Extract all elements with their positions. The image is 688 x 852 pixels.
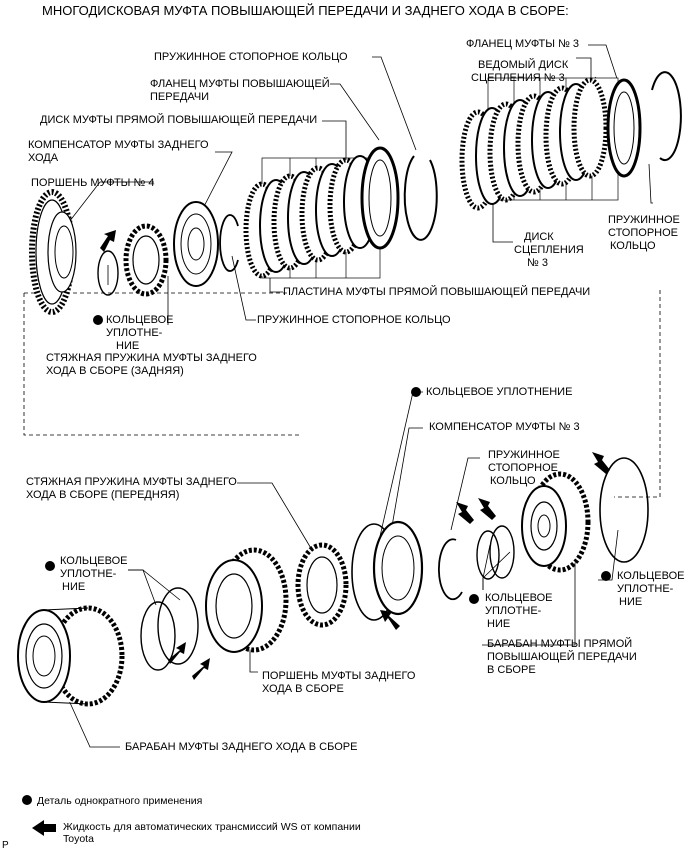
label-snap-low-2: СТОПОРНОЕ xyxy=(488,462,558,474)
label-o-ring-b-2: УПЛОТНЕ- xyxy=(60,568,117,580)
legend-fluid-2: Toyota xyxy=(63,833,94,845)
arrow-icon xyxy=(100,230,116,252)
label-rev-compensator-1: КОМПЕНСАТОР МУФТЫ ЗАДНЕГО xyxy=(28,139,209,151)
snap-ring-low-icon xyxy=(437,538,463,601)
return-spring-front-icon xyxy=(295,542,349,628)
fluid-arrows xyxy=(32,230,610,836)
label-compensator-3: КОМПЕНСАТОР МУФТЫ № 3 xyxy=(429,421,580,433)
snap-ring-top-icon xyxy=(403,155,438,241)
filled-circle-icon xyxy=(93,315,103,325)
label-od-flange-1: ФЛАНЕЦ МУФТЫ ПОВЫШАЮЩЕЙ xyxy=(150,78,330,90)
label-disc-3-2: СЦЕПЛЕНИЯ xyxy=(514,244,584,256)
label-o-ring-c-1: КОЛЬЦЕВОЕ xyxy=(485,592,553,604)
filled-circle-icon xyxy=(469,594,479,604)
o-ring-large-icon xyxy=(599,457,649,563)
arrow-icon xyxy=(592,452,610,474)
label-spring-front-1: СТЯЖНАЯ ПРУЖИНА МУФТЫ ЗАДНЕГО xyxy=(26,476,237,488)
label-o-ring-a-3: НИЕ xyxy=(116,340,140,352)
label-piston-4: ПОРШЕНЬ МУФТЫ № 4 xyxy=(31,177,155,189)
diagram-title: МНОГОДИСКОВАЯ МУФТА ПОВЫШАЮЩЕЙ ПЕРЕДАЧИ … xyxy=(42,3,569,18)
label-driven-3-1: ВЕДОМЫЙ ДИСК xyxy=(478,59,569,71)
label-o-ring-a-1: КОЛЬЦЕВОЕ xyxy=(106,314,174,326)
leader-lines xyxy=(23,44,661,748)
return-spring-rear-icon xyxy=(123,223,169,297)
label-snap-right-1: ПРУЖИННОЕ xyxy=(608,214,680,226)
label-o-ring-d-2: УПЛОТНЕ- xyxy=(617,583,674,595)
filled-circle-icon xyxy=(45,561,55,571)
arrow-icon xyxy=(168,642,186,664)
label-od-drum-3: В СБОРЕ xyxy=(487,664,536,676)
label-od-drum-2: ПОВЫШАЮЩЕЙ ПЕРЕДАЧИ xyxy=(487,651,637,663)
label-spring-front-2: ХОДА В СБОРЕ (ПЕРЕДНЯЯ) xyxy=(26,489,180,501)
label-driven-3-2: СЦЕПЛЕНИЯ № 3 xyxy=(471,72,565,84)
arrow-icon xyxy=(192,658,210,680)
label-od-plate: ПЛАСТИНА МУФТЫ ПРЯМОЙ ПОВЫШАЮЩЕЙ ПЕРЕДАЧ… xyxy=(283,286,591,298)
reverse-piston-icon xyxy=(205,547,289,653)
label-snap-ring-mid: ПРУЖИННОЕ СТОПОРНОЕ КОЛЬЦО xyxy=(257,314,451,326)
label-o-ring-c-3: НИЕ xyxy=(487,618,511,630)
corner-mark: P xyxy=(2,840,9,851)
filled-circle-icon xyxy=(411,387,421,397)
arrow-icon xyxy=(456,502,474,524)
label-disc-3-1: ДИСК xyxy=(524,231,554,243)
label-snap-low-1: ПРУЖИННОЕ xyxy=(488,449,560,461)
label-snap-low-3: КОЛЬЦО xyxy=(490,475,536,487)
single-use-markers xyxy=(22,315,611,805)
reverse-clutch-drum-icon xyxy=(17,605,125,707)
arrow-icon xyxy=(32,820,56,836)
arrow-icon xyxy=(478,498,496,520)
od-disc-plate-stack-icon xyxy=(243,146,400,279)
o-ring-pair-2-icon xyxy=(476,525,515,580)
label-flange-3: ФЛАНЕЦ МУФТЫ № 3 xyxy=(466,38,580,50)
snap-ring-icon xyxy=(219,214,239,272)
label-rev-compensator-2: ХОДА xyxy=(28,152,59,164)
label-snap-right-3: КОЛЬЦО xyxy=(610,240,656,252)
label-rev-piston-2: ХОДА В СБОРЕ xyxy=(262,683,344,695)
legend-fluid-1: Жидкость для автоматических трансмиссий … xyxy=(63,821,361,833)
label-spring-rear-2: ХОДА В СБОРЕ (ЗАДНЯЯ) xyxy=(46,365,184,377)
filled-circle-icon xyxy=(22,795,32,805)
reverse-compensator-icon xyxy=(173,201,219,287)
clutch-piston-4-icon xyxy=(29,189,77,315)
label-disc-3-3: № 3 xyxy=(527,257,548,269)
label-o-ring-d-1: КОЛЬЦЕВОЕ xyxy=(617,570,685,582)
od-direct-clutch-drum-icon xyxy=(521,471,591,573)
label-o-ring-d-3: НИЕ xyxy=(619,596,643,608)
legend-single-use: Деталь однократного применения xyxy=(37,795,203,807)
snap-ring-right-icon xyxy=(651,71,682,162)
label-rev-piston-1: ПОРШЕНЬ МУФТЫ ЗАДНЕГО xyxy=(262,670,416,682)
filled-circle-icon xyxy=(601,571,611,581)
o-ring-pair-icon xyxy=(140,587,199,671)
label-snap-ring-top: ПРУЖИННОЕ СТОПОРНОЕ КОЛЬЦО xyxy=(154,51,348,63)
label-reverse-drum: БАРАБАН МУФТЫ ЗАДНЕГО ХОДА В СБОРЕ xyxy=(125,741,358,753)
label-spring-rear-1: СТЯЖНАЯ ПРУЖИНА МУФТЫ ЗАДНЕГО xyxy=(46,352,257,364)
label-o-ring-full: КОЛЬЦЕВОЕ УПЛОТНЕНИЕ xyxy=(426,386,573,398)
arrow-icon xyxy=(380,610,400,630)
clutch-3-compensator-icon xyxy=(351,520,424,621)
label-o-ring-b-1: КОЛЬЦЕВОЕ xyxy=(60,555,128,567)
label-o-ring-a-2: УПЛОТНЕ- xyxy=(106,327,163,339)
label-od-flange-2: ПЕРЕДАЧИ xyxy=(150,91,210,103)
label-o-ring-b-3: НИЕ xyxy=(62,581,86,593)
clutch-3-disc-stack-icon xyxy=(459,77,642,211)
label-od-drum-1: БАРАБАН МУФТЫ ПРЯМОЙ xyxy=(487,638,633,650)
label-od-direct-disc: ДИСК МУФТЫ ПРЯМОЙ ПОВЫШАЮЩЕЙ ПЕРЕДАЧИ xyxy=(40,114,318,126)
o-ring-icon xyxy=(97,250,119,296)
label-snap-right-2: СТОПОРНОЕ xyxy=(608,227,678,239)
label-o-ring-c-2: УПЛОТНЕ- xyxy=(485,605,542,617)
